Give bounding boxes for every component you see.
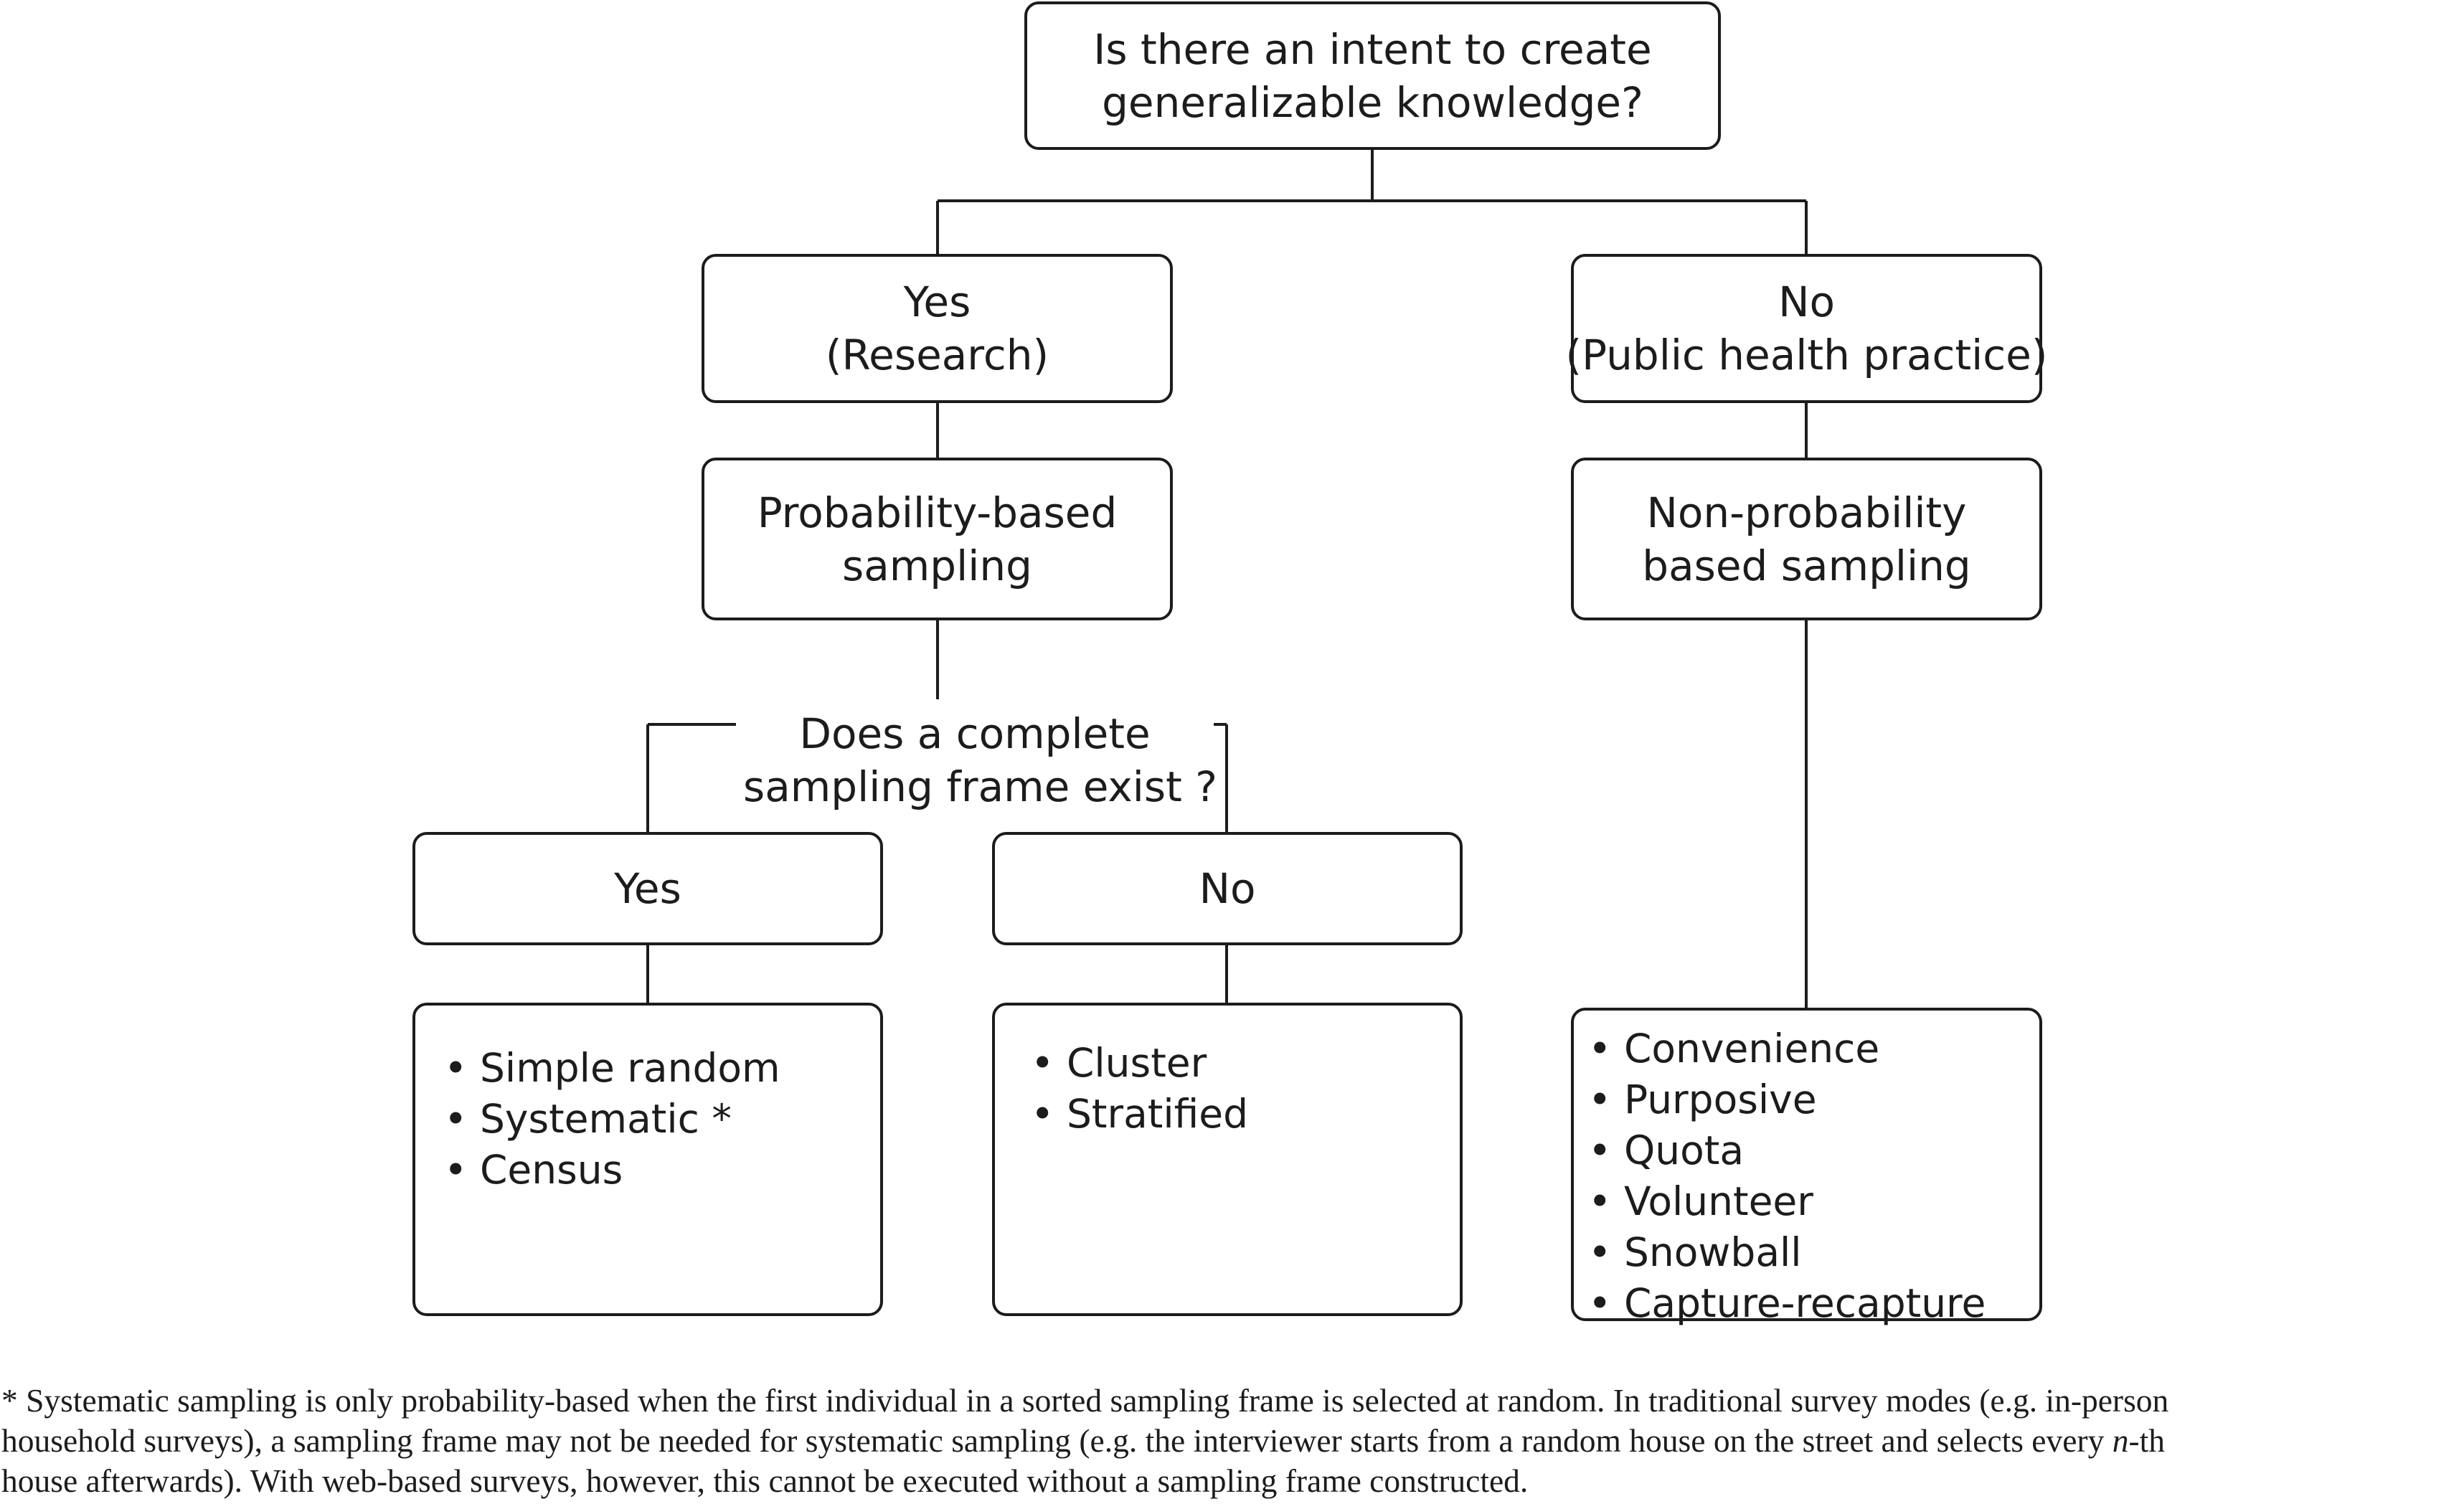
footnote: * Systematic sampling is only probabilit… (1, 1381, 2462, 1501)
bullet-icon: • (1588, 1178, 1612, 1224)
frame-no-label: No (1199, 864, 1256, 913)
research-box: Yes (Research) (702, 254, 1173, 403)
bullet-icon: • (1031, 1091, 1054, 1137)
bullet-icon: • (1588, 1026, 1612, 1072)
method-label: Census (480, 1147, 623, 1193)
list-item: • Capture-recapture (1588, 1278, 1986, 1329)
nonprobability-line-1: Non-probability (1646, 488, 1967, 537)
list-item: • Census (444, 1145, 780, 1196)
bullet-icon: • (444, 1147, 468, 1193)
method-label: Stratified (1067, 1091, 1249, 1137)
method-label: Volunteer (1624, 1178, 1813, 1224)
frame-yes-methods-list: • Simple random • Systematic * • Census (444, 1043, 780, 1196)
bullet-icon: • (1588, 1077, 1612, 1122)
bullet-icon: • (444, 1096, 468, 1142)
method-label: Convenience (1624, 1026, 1880, 1072)
method-label: Simple random (480, 1045, 780, 1091)
root-question-line-2: generalizable knowledge? (1102, 77, 1643, 127)
sampling-frame-question-line-2: sampling frame exist ? (743, 762, 1218, 811)
probability-sampling-box: Probability-based sampling (702, 458, 1173, 620)
sampling-frame-question: Does a complete sampling frame exist ? (736, 707, 1218, 813)
list-item: • Convenience (1588, 1023, 1986, 1074)
footnote-line-2-end: -th (2128, 1422, 2166, 1459)
list-item: • Stratified (1031, 1089, 1248, 1140)
footnote-line-2: household surveys), a sampling frame may… (1, 1421, 2462, 1461)
nonprobability-methods-list: • Convenience • Purposive • Quota • Voluntee… (1588, 1023, 1986, 1329)
practice-line-1: No (1778, 278, 1835, 326)
bullet-icon: • (1031, 1040, 1054, 1086)
list-item: • Systematic * (444, 1094, 780, 1145)
probability-line-2: sampling (842, 541, 1032, 590)
list-item: • Cluster (1031, 1038, 1248, 1089)
probability-line-1: Probability-based (757, 488, 1118, 537)
frame-no-methods-list: • Cluster • Stratified (1031, 1038, 1248, 1140)
bullet-icon: • (1588, 1280, 1612, 1326)
nonprobability-line-2: based sampling (1642, 541, 1971, 590)
footnote-line-1: * Systematic sampling is only probabilit… (1, 1382, 2169, 1419)
method-label: Snowball (1624, 1229, 1802, 1275)
nonprobability-methods-box: • Convenience • Purposive • Quota • Voluntee… (1571, 1008, 2042, 1326)
method-label: Quota (1624, 1127, 1745, 1173)
method-label: Cluster (1067, 1040, 1207, 1086)
root-question-box: Is there an intent to create generalizab… (1024, 1, 1721, 150)
research-line-2: (Research) (825, 331, 1049, 379)
list-item: • Volunteer (1588, 1176, 1986, 1227)
research-line-1: Yes (903, 278, 971, 326)
nonprobability-sampling-box: Non-probability based sampling (1571, 458, 2042, 620)
frame-no-box: No (992, 832, 1463, 945)
method-label: Purposive (1624, 1077, 1817, 1122)
frame-yes-methods-box: • Simple random • Systematic * • Census (412, 1003, 883, 1316)
root-question-line-1: Is there an intent to create (1093, 24, 1652, 74)
footnote-line-2-text: household surveys), a sampling frame may… (1, 1422, 2113, 1459)
list-item: • Quota (1588, 1125, 1986, 1176)
method-label: Systematic * (480, 1096, 732, 1142)
bullet-icon: • (444, 1045, 468, 1091)
frame-no-methods-box: • Cluster • Stratified (992, 1003, 1463, 1316)
frame-yes-box: Yes (412, 832, 883, 945)
bullet-icon: • (1588, 1229, 1612, 1275)
connector-root-split (936, 148, 1808, 254)
bullet-icon: • (1588, 1127, 1612, 1173)
footnote-line-3: house afterwards). With web-based survey… (1, 1462, 1529, 1499)
list-item: • Snowball (1588, 1227, 1986, 1278)
footnote-n-italic: n (2112, 1422, 2129, 1459)
method-label: Capture-recapture (1624, 1280, 1986, 1326)
practice-line-2: (Public health practice) (1565, 331, 2048, 379)
list-item: • Simple random (444, 1043, 780, 1094)
list-item: • Purposive (1588, 1074, 1986, 1125)
sampling-frame-question-line-1: Does a complete (799, 709, 1151, 758)
frame-yes-label: Yes (614, 864, 681, 913)
practice-box: No (Public health practice) (1566, 254, 2047, 403)
